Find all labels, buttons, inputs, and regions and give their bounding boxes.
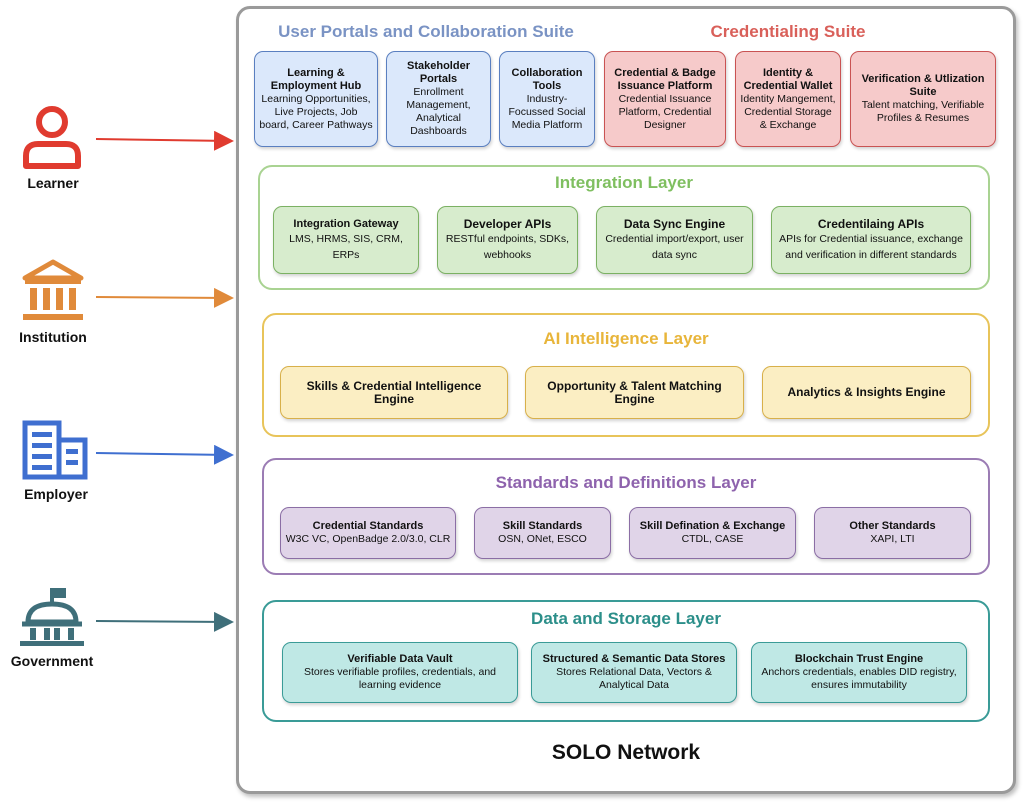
skill-definition-exchange-box: Skill Defination & Exchange CTDL, CASE — [629, 507, 796, 559]
actor-label: Institution — [19, 329, 87, 345]
actor-label: Learner — [27, 175, 79, 191]
box-title: Collaboration Tools — [511, 66, 583, 92]
arrow-government — [95, 611, 234, 632]
building-icon — [22, 420, 88, 480]
box-title: Skill Standards — [502, 520, 583, 532]
arrow-institution — [95, 287, 234, 308]
arrow-learner — [95, 130, 234, 151]
integration-layer-title: Integration Layer — [555, 173, 693, 192]
box-title: Structured & Semantic Data Stores — [542, 653, 726, 665]
box-title: Stakeholder Portals — [407, 60, 470, 85]
box-title: Credentilaing APIs — [817, 216, 925, 231]
box-title: Skills & Credential Intelligence Engine — [306, 378, 482, 406]
ai-layer-title: AI Intelligence Layer — [543, 329, 709, 348]
collaboration-tools-box: Collaboration Tools Industry-Focussed So… — [499, 51, 595, 147]
box-desc: Talent matching, Verifiable Profiles & R… — [861, 99, 985, 124]
box-title: Identity & Credential Wallet — [743, 66, 833, 92]
box-title: Verifiable Data Vault — [347, 653, 453, 665]
person-icon — [23, 106, 81, 169]
box-title: Integration Gateway — [293, 217, 399, 230]
credentialing-apis-box: Credentilaing APIs APIs for Credential i… — [771, 206, 971, 274]
box-desc: XAPI, LTI — [870, 533, 915, 545]
blockchain-trust-engine-box: Blockchain Trust Engine Anchors credenti… — [751, 642, 967, 703]
box-desc: Credential import/export, user data sync — [605, 232, 744, 261]
actor-label: Employer — [24, 486, 88, 502]
box-title: Blockchain Trust Engine — [794, 653, 924, 665]
box-desc: CTDL, CASE — [681, 533, 744, 545]
box-desc: LMS, HRMS, SIS, CRM, ERPs — [289, 232, 403, 261]
integration-gateway-box: Integration Gateway LMS, HRMS, SIS, CRM,… — [273, 206, 419, 274]
arrow-employer — [95, 444, 234, 465]
box-desc: APIs for Credential issuance, exchange a… — [779, 232, 963, 261]
box-title: Skill Defination & Exchange — [639, 520, 786, 532]
solo-network-title: SOLO Network — [551, 741, 701, 764]
box-title: Developer APIs — [463, 216, 552, 231]
developer-apis-box: Developer APIs RESTful endpoints, SDKs, … — [437, 206, 578, 274]
box-desc: Credential Issuance Platform, Credential… — [618, 92, 712, 131]
verifiable-data-vault-box: Verifiable Data Vault Stores verifiable … — [282, 642, 518, 703]
stakeholder-portals-box: Stakeholder Portals Enrollment Managemen… — [386, 51, 491, 147]
box-desc: Industry-Focussed Social Media Platform — [508, 92, 586, 131]
learning-employment-hub-box: Learning & Employment Hub Learning Oppor… — [254, 51, 378, 147]
verification-utilization-suite-box: Verification & Utlization Suite Talent m… — [850, 51, 996, 147]
opportunity-talent-matching-box: Opportunity & Talent Matching Engine — [525, 366, 744, 419]
government-dome-icon — [20, 588, 84, 646]
structured-semantic-stores-box: Structured & Semantic Data Stores Stores… — [531, 642, 737, 703]
box-desc: Identity Mangement, Credential Storage &… — [740, 92, 836, 131]
box-desc: Enrollment Management, Analytical Dashbo… — [406, 86, 471, 137]
box-title: Credential & Badge Issuance Platform — [614, 66, 716, 92]
box-desc: Anchors credentials, enables DID registr… — [761, 666, 957, 691]
credential-standards-box: Credential Standards W3C VC, OpenBadge 2… — [280, 507, 456, 559]
actor-arrows — [95, 130, 234, 632]
box-desc: W3C VC, OpenBadge 2.0/3.0, CLR — [285, 533, 451, 545]
data-layer-title: Data and Storage Layer — [531, 609, 721, 628]
box-desc: Stores Relational Data, Vectors & Analyt… — [556, 666, 712, 691]
skills-credential-intelligence-box: Skills & Credential Intelligence Engine — [280, 366, 508, 419]
actor-institution: Institution — [4, 258, 102, 350]
institution-icon — [22, 259, 84, 320]
actor-employer: Employer — [6, 420, 106, 508]
box-desc: Learning Opportunities, Live Projects, J… — [259, 92, 373, 131]
actor-label: Government — [10, 653, 94, 669]
box-title: Other Standards — [849, 520, 936, 532]
box-desc: Stores verifiable profiles, credentials,… — [303, 666, 496, 691]
box-desc: OSN, ONet, ESCO — [498, 533, 587, 545]
box-title: Analytics & Insights Engine — [787, 385, 946, 399]
user-portals-title: User Portals and Collaboration Suite — [278, 22, 574, 41]
box-title: Opportunity & Talent Matching Engine — [547, 378, 722, 406]
data-sync-engine-box: Data Sync Engine Credential import/expor… — [596, 206, 753, 274]
actor-learner: Learner — [10, 104, 96, 196]
box-title: Verification & Utlization Suite — [861, 73, 985, 98]
box-title: Data Sync Engine — [623, 216, 726, 231]
box-title: Learning & Employment Hub — [270, 66, 362, 92]
identity-credential-wallet-box: Identity & Credential Wallet Identity Ma… — [735, 51, 841, 147]
analytics-insights-box: Analytics & Insights Engine — [762, 366, 971, 419]
skill-standards-box: Skill Standards OSN, ONet, ESCO — [474, 507, 611, 559]
box-desc: RESTful endpoints, SDKs, webhooks — [445, 232, 570, 261]
credentialing-suite-title: Credentialing Suite — [710, 22, 866, 41]
other-standards-box: Other Standards XAPI, LTI — [814, 507, 971, 559]
actor-government: Government — [0, 584, 104, 672]
box-title: Credential Standards — [312, 520, 424, 532]
credential-badge-issuance-box: Credential & Badge Issuance Platform Cre… — [604, 51, 726, 147]
standards-layer-title: Standards and Definitions Layer — [495, 473, 757, 492]
